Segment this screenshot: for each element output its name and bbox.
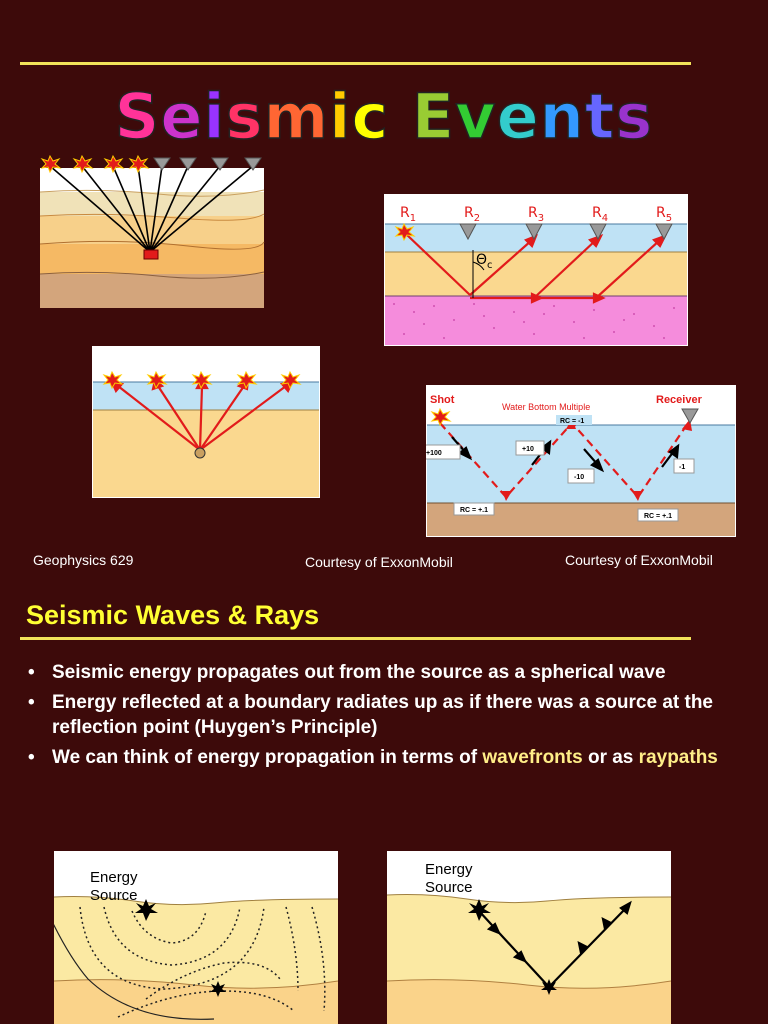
shot-label: Shot: [430, 394, 455, 406]
credit-middle: Courtesy of ExxonMobil: [305, 554, 453, 570]
title-letter: s: [615, 79, 654, 154]
title-letter: t: [584, 79, 616, 154]
title-word-events: Events: [411, 79, 654, 154]
receiver-label-r4: R4: [592, 205, 608, 224]
figure-wavefronts: Energy Source: [54, 851, 338, 1024]
heading-divider: [20, 637, 691, 640]
title-letter: e: [496, 79, 540, 154]
amplitude-label-4: -1: [679, 464, 685, 471]
bullet-item: •Energy reflected at a boundary radiates…: [28, 692, 714, 738]
top-divider: [20, 62, 691, 65]
highlight-raypaths: raypaths: [638, 747, 718, 768]
wavefront-diagram: [54, 896, 338, 1024]
bullet-item: •Seismic energy propagates out from the …: [28, 662, 666, 683]
raypath-source-label: Energy Source: [425, 861, 473, 896]
receiver-label-r3: R3: [528, 205, 544, 224]
receiver-label-r2: R2: [464, 205, 480, 224]
figure-cmp-raypaths: [38, 150, 266, 312]
title-letter: i: [203, 79, 226, 154]
title-letter: e: [160, 79, 204, 154]
title-letter: v: [454, 79, 497, 154]
wavefront-source-label: Energy Source: [90, 869, 138, 904]
receiver-label: Receiver: [656, 394, 703, 406]
multiple-diagram: Shot Receiver Water Bottom Multiple RC =…: [426, 394, 735, 536]
section-heading: Seismic Waves & Rays: [26, 600, 320, 630]
title-letter: n: [539, 79, 585, 154]
bullet-item: •We can think of energy propagation in t…: [28, 747, 718, 768]
raypath-diagram: [387, 894, 671, 1024]
refraction-diagram: Θc R1 R2 R3 R4 R5: [385, 205, 687, 345]
credit-right: Courtesy of ExxonMobil: [565, 552, 713, 568]
title-letter: s: [225, 79, 264, 154]
highlight-wavefronts: wavefronts: [482, 747, 583, 768]
receiver-label-r5: R5: [656, 205, 672, 224]
title-word-seismic: Seismic: [114, 79, 390, 154]
reflection-diagram: [93, 370, 319, 497]
figure-refraction: Θc R1 R2 R3 R4 R5: [384, 194, 688, 346]
rc-top-label: RC = -1: [560, 418, 584, 425]
title-letter: i: [328, 79, 352, 154]
amplitude-label-3: -10: [574, 474, 584, 481]
rc-bottom-label-2: RC = +.1: [644, 513, 672, 520]
amplitude-label-2: +10: [522, 446, 534, 453]
figure-water-bottom-multiple: Shot Receiver Water Bottom Multiple RC =…: [426, 385, 736, 537]
course-label: Geophysics 629: [33, 552, 134, 568]
page-title: Seismic Events: [0, 79, 768, 154]
title-letter: E: [411, 79, 456, 154]
title-letter: S: [114, 79, 161, 154]
figure-reflection-point: [92, 346, 320, 498]
multiple-caption: Water Bottom Multiple: [502, 402, 590, 412]
title-letter: c: [351, 79, 390, 154]
figure-raypaths: Energy Source: [387, 851, 671, 1024]
title-letter: m: [263, 79, 330, 154]
cmp-diagram: [39, 154, 265, 308]
receiver-label-r1: R1: [400, 205, 416, 224]
amplitude-label-1: +100: [426, 450, 442, 457]
rc-bottom-label-1: RC = +.1: [460, 507, 488, 514]
theta-label: Θc: [476, 252, 493, 271]
bullet-list: •Seismic energy propagates out from the …: [28, 660, 718, 775]
